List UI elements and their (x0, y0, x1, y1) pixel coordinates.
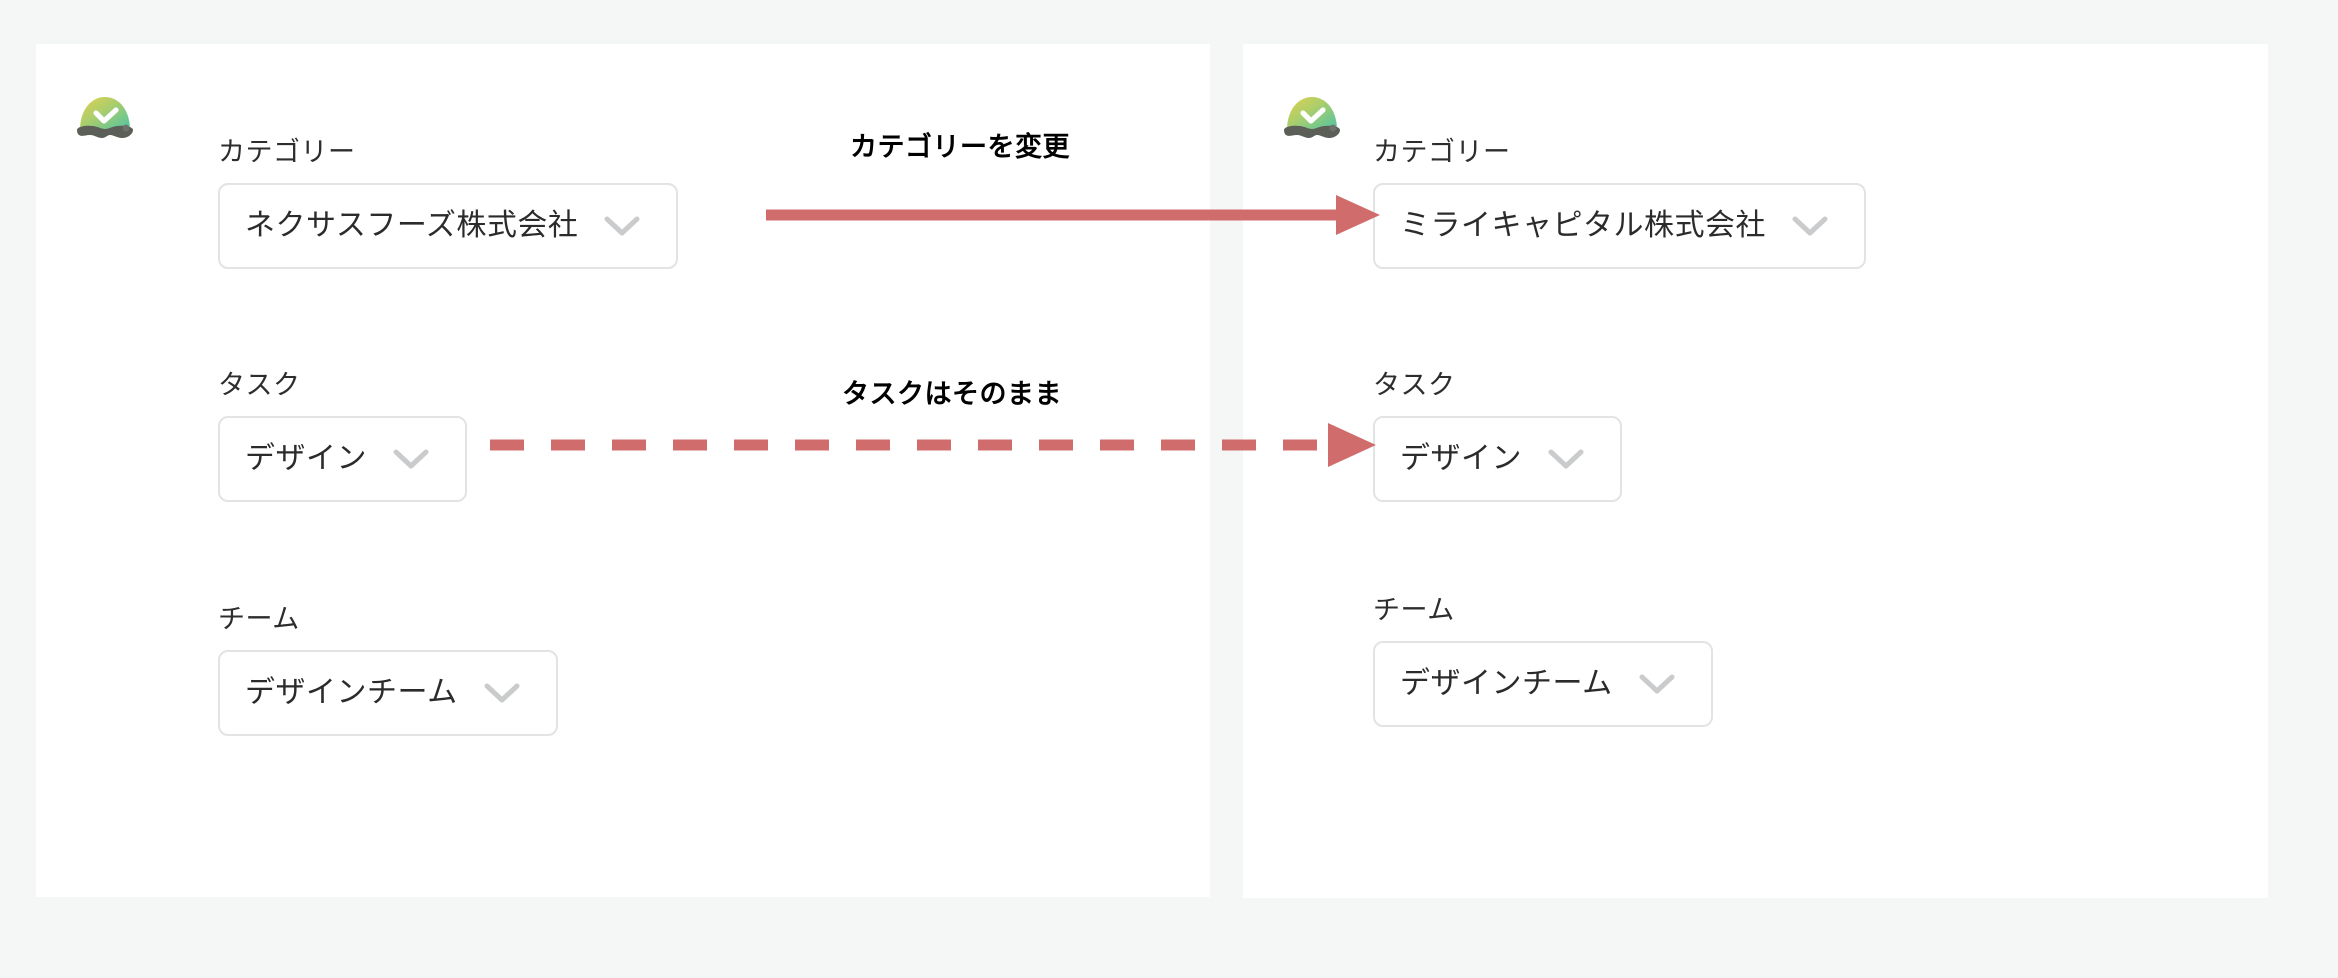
app-dome-icon (1281, 86, 1343, 148)
annotation-label-task-unchanged: タスクはそのまま (842, 379, 1062, 410)
field-label: チーム (218, 604, 300, 635)
select-value: ネクサスフーズ株式会社 (245, 208, 579, 243)
chevron-down-icon (604, 216, 650, 237)
field-label: チーム (1373, 595, 1455, 626)
field-team-after: チーム デザインチーム (1373, 597, 1713, 727)
field-task-after: タスク デザイン (1373, 372, 1622, 502)
task-select-after[interactable]: デザイン (1373, 416, 1622, 502)
chevron-down-icon (1792, 216, 1838, 237)
chevron-down-icon (1639, 674, 1685, 695)
select-value: デザイン (1400, 441, 1522, 476)
select-value: ミライキャピタル株式会社 (1400, 208, 1766, 243)
app-dome-icon (74, 86, 136, 148)
category-select-after[interactable]: ミライキャピタル株式会社 (1373, 183, 1866, 269)
team-select-before[interactable]: デザインチーム (218, 650, 558, 736)
field-label: タスク (218, 370, 301, 401)
after-state-panel: カテゴリー ミライキャピタル株式会社 タスク デザイン (1243, 44, 2268, 898)
before-state-panel: カテゴリー ネクサスフーズ株式会社 タスク デザイン (36, 44, 1210, 897)
select-value: デザインチーム (1400, 666, 1613, 701)
annotation-category-change (766, 185, 1386, 245)
field-category-after: カテゴリー ミライキャピタル株式会社 (1373, 139, 1866, 269)
solid-arrow-icon (766, 195, 1380, 235)
chevron-down-icon (1548, 449, 1594, 470)
select-value: デザイン (245, 441, 367, 476)
dashed-arrow-icon (490, 423, 1376, 467)
field-label: カテゴリー (218, 137, 356, 168)
annotation-label-category-change: カテゴリーを変更 (850, 132, 1070, 163)
chevron-down-icon (484, 683, 530, 704)
annotation-task-unchanged (490, 415, 1390, 475)
chevron-down-icon (393, 449, 439, 470)
field-task-before: タスク デザイン (218, 372, 467, 502)
field-team-before: チーム デザインチーム (218, 606, 558, 736)
field-label: カテゴリー (1373, 137, 1511, 168)
field-category-before: カテゴリー ネクサスフーズ株式会社 (218, 137, 679, 269)
task-select-before[interactable]: デザイン (218, 416, 467, 502)
team-select-after[interactable]: デザインチーム (1373, 641, 1713, 727)
category-select-before[interactable]: ネクサスフーズ株式会社 (218, 183, 679, 269)
field-label: タスク (1373, 370, 1456, 401)
select-value: デザインチーム (245, 675, 458, 710)
